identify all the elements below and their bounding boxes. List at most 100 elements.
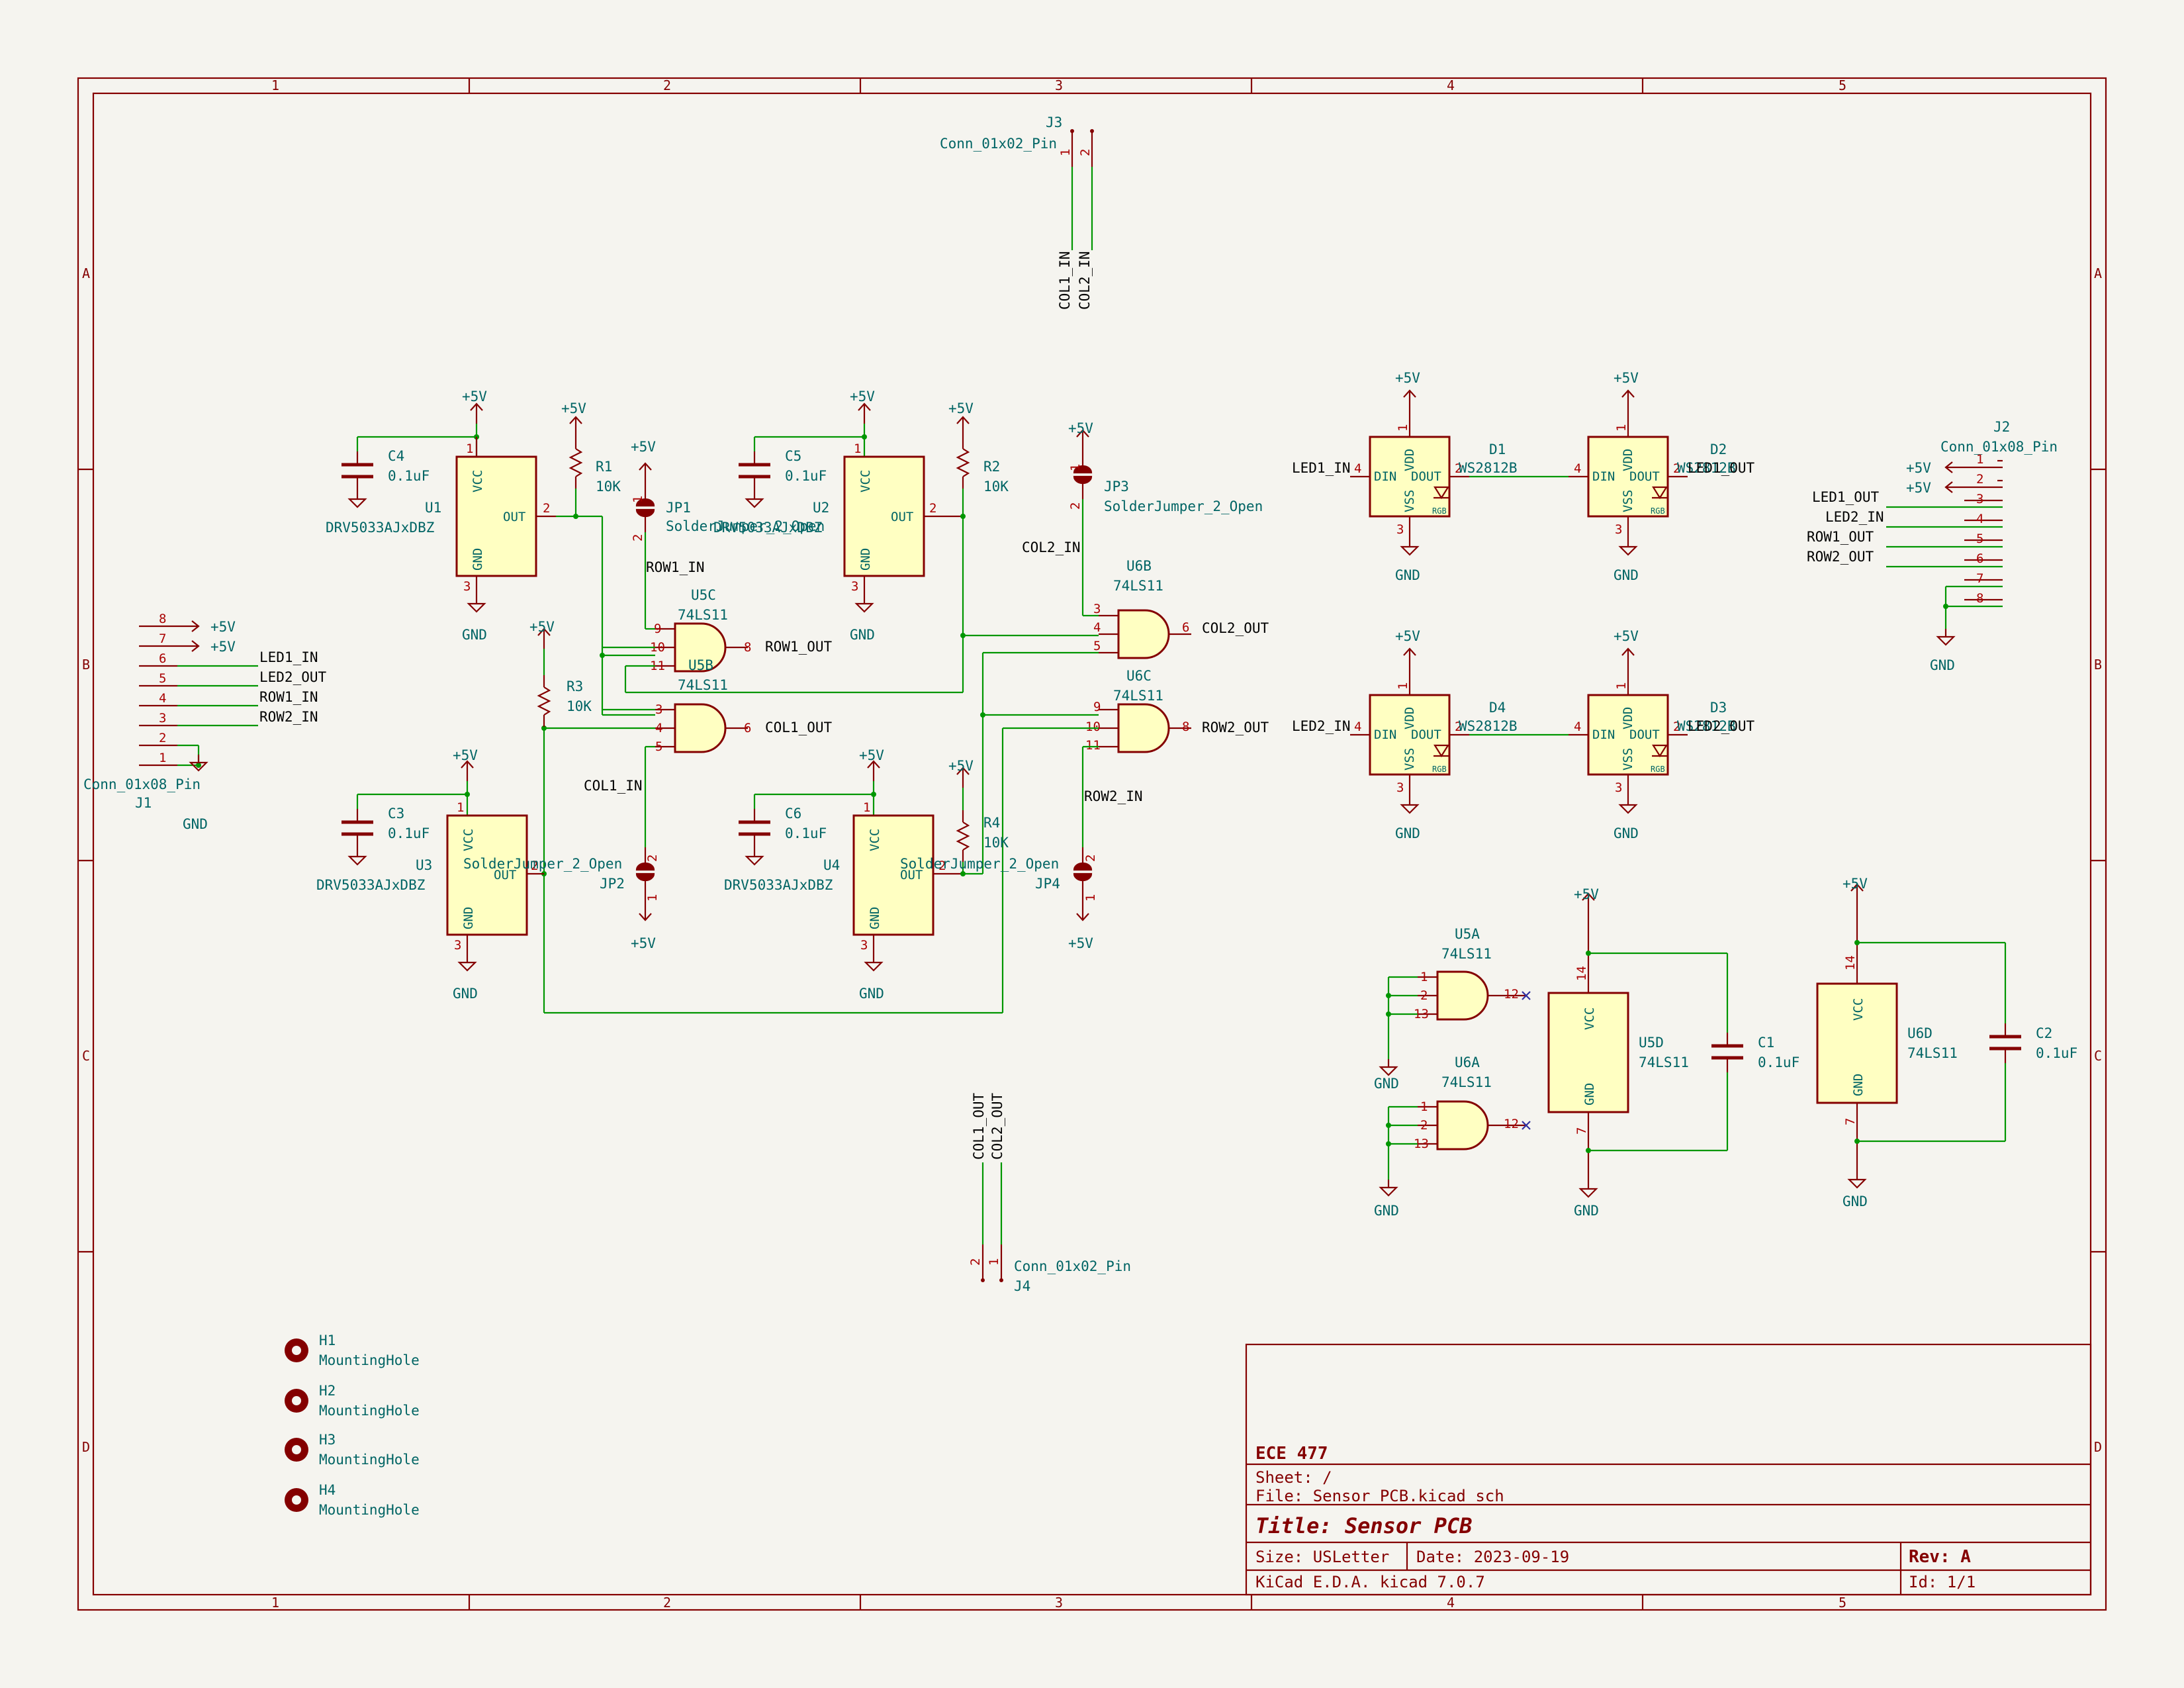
- d1-ref: D1: [1489, 442, 1506, 457]
- u6d-5v: +5V: [1843, 876, 1868, 892]
- row-label-a: A: [82, 265, 90, 281]
- hall-sensor-u4[interactable]: +5V C6 0.1uF 1 VCC GND OUT 2 3 GND U4 DR…: [724, 747, 963, 1002]
- d4-rgb: RGB: [1432, 765, 1447, 774]
- u5c-pin-10: 10: [650, 640, 665, 655]
- solder-jumper-jp4[interactable]: 2 1 JP4 SolderJumper_2_Open +5V: [900, 846, 1098, 951]
- led-d1[interactable]: +5V 1 VDD VSS DIN DOUT RGB 4 2 3 GND D1 …: [1292, 370, 1518, 583]
- mounting-hole-h3[interactable]: H3 MountingHole: [285, 1432, 420, 1468]
- h4-ref: H4: [319, 1482, 336, 1498]
- u5a-pin-12: 12: [1504, 987, 1519, 1002]
- h2-ref: H2: [319, 1383, 336, 1399]
- u1-gnd: GND: [462, 627, 487, 643]
- u4-pin-3: 3: [860, 938, 868, 953]
- d2-rgb: RGB: [1651, 506, 1665, 516]
- u4-pin-1: 1: [863, 800, 870, 815]
- u4-vcc: VCC: [868, 829, 882, 851]
- h4-value: MountingHole: [319, 1502, 420, 1518]
- j2-pin-8: 8: [1976, 591, 1983, 606]
- u5c-pin-9: 9: [654, 622, 661, 636]
- j1-pin-8: 8: [159, 612, 166, 626]
- solder-jumper-jp1[interactable]: +5V 1 2 JP1 SolderJumper_2_Open ROW1_IN: [631, 439, 825, 630]
- solder-jumper-jp2[interactable]: 2 1 JP2 SolderJumper_2_Open +5V: [463, 846, 660, 951]
- power-unit-u6d[interactable]: +5V 14 VCC GND 7 GND U6D 74LS11 C2 0.1uF: [1816, 876, 2077, 1209]
- j2-pin-6: 6: [1976, 551, 1983, 566]
- u5b-pin-6: 6: [744, 721, 751, 735]
- j2-pin2-5v: +5V: [1906, 480, 1931, 496]
- jp4-value: SolderJumper_2_Open: [900, 856, 1059, 872]
- hall-sensor-u1[interactable]: +5V C4 0.1uF 1 VCC GND OUT 2 3 GND U1 DR…: [326, 389, 556, 643]
- j1-pin7-5v: +5V: [210, 639, 236, 655]
- u2-5v: +5V: [850, 389, 875, 404]
- connector-j2[interactable]: J2 Conn_01x08_Pin 1 2 3 4 5 6 7 8 +5V +5…: [1807, 419, 2058, 673]
- hall-sensor-u3[interactable]: +5V C3 0.1uF 1 VCC GND OUT 2 3 GND U3 DR…: [316, 747, 544, 1002]
- d3-pin-4: 4: [1574, 720, 1581, 734]
- u1-5v: +5V: [462, 389, 487, 404]
- r2-ref: R2: [983, 459, 1000, 475]
- u3-pin-1: 1: [457, 800, 464, 815]
- jp4-ref: JP4: [1035, 876, 1060, 892]
- gate-u6b[interactable]: U6B 74LS11 3 4 5 6 COL2_OUT: [1093, 558, 1269, 659]
- j2-pin-3: 3: [1976, 492, 1983, 506]
- solder-jumper-jp3[interactable]: +5V 1 2 JP3 SolderJumper_2_Open COL2_IN: [1022, 420, 1263, 617]
- led-d2[interactable]: +5V 1 VDD VSS DIN DOUT RGB 4 2 3 GND D2 …: [1569, 370, 1755, 583]
- mounting-hole-h1[interactable]: H1 MountingHole: [285, 1333, 420, 1368]
- u6b-pin-5: 5: [1093, 639, 1101, 653]
- net-col2-in: COL2_IN: [1022, 539, 1081, 555]
- u5a-gnd: GND: [1374, 1076, 1399, 1092]
- connector-j1[interactable]: 8 7 6 5 4 3 2 1 +5V +5V LED1_IN LED2_OUT…: [83, 612, 327, 832]
- mounting-hole-h4[interactable]: H4 MountingHole: [285, 1482, 420, 1518]
- d1-pin-3: 3: [1396, 522, 1404, 537]
- gate-u6c[interactable]: U6C 74LS11 9 10 11 8 ROW2_OUT: [1085, 668, 1269, 753]
- resistor-r1[interactable]: +5V R1 10K: [561, 400, 621, 519]
- j1-pin-7: 7: [159, 632, 166, 646]
- mounting-hole-h2[interactable]: H2 MountingHole: [285, 1383, 420, 1419]
- hall-sensor-u2[interactable]: +5V C5 0.1uF 1 VCC GND OUT 2 3 GND U2 DR…: [713, 389, 962, 643]
- gate-u5c[interactable]: U5C 74LS11 9 10 11 8 ROW1_OUT U5B 74LS11: [650, 587, 833, 693]
- d2-5v: +5V: [1614, 370, 1639, 386]
- r3-value: 10K: [567, 698, 592, 714]
- resistor-r4[interactable]: +5V R4 10K: [948, 758, 1009, 876]
- u6b-pin-3: 3: [1093, 602, 1101, 616]
- net-row2-in-j1: ROW2_IN: [259, 709, 318, 725]
- j1-pin-6: 6: [159, 651, 166, 666]
- u1-ref: U1: [425, 500, 441, 516]
- col-label-1-bottom: 1: [271, 1595, 279, 1611]
- jp1-pin-1: 1: [631, 496, 645, 503]
- j2-pin-5: 5: [1976, 532, 1983, 546]
- u3-gnd-pin: GND: [461, 907, 476, 929]
- power-unit-u5d[interactable]: +5V 14 VCC GND 7 GND U5D 74LS11 C1 0.1uF: [1547, 886, 1799, 1219]
- u5a-pin-2: 2: [1420, 988, 1428, 1003]
- revision: Rev: A: [1909, 1547, 1971, 1567]
- led-d4[interactable]: +5V 1 VDD VSS DIN DOUT RGB 4 2 3 GND D4 …: [1292, 628, 1518, 841]
- u1-pin-2: 2: [543, 501, 550, 516]
- resistor-r3[interactable]: +5V R3 10K: [529, 619, 592, 1013]
- col-label-3: 3: [1055, 77, 1063, 93]
- d2-pin-2: 2: [1673, 461, 1680, 476]
- u3-pin-2: 2: [531, 859, 538, 873]
- net-col2-in-j3: COL2_IN: [1077, 251, 1093, 310]
- led-d3[interactable]: +5V 1 VDD VSS DIN DOUT RGB 4 2 3 GND D3 …: [1569, 628, 1755, 841]
- connector-j4[interactable]: COL1_OUT COL2_OUT 2 1 Conn_01x02_Pin J4: [968, 1092, 1131, 1294]
- h3-value: MountingHole: [319, 1452, 420, 1468]
- gate-u5a[interactable]: U5A 74LS11 1 2 13 12 GND: [1374, 926, 1531, 1092]
- d3-vss: VSS: [1621, 748, 1635, 771]
- u6a-gnd: GND: [1374, 1203, 1399, 1219]
- net-led1-in-j1: LED1_IN: [259, 649, 318, 665]
- net-row2-out: ROW2_OUT: [1202, 720, 1269, 735]
- r1-ref: R1: [596, 459, 612, 475]
- resistor-r2[interactable]: +5V R2 10K: [948, 400, 1009, 519]
- jp1-ref: JP1: [666, 500, 691, 516]
- col-label-3-bottom: 3: [1055, 1595, 1063, 1611]
- connector-j3[interactable]: J3 Conn_01x02_Pin 1 2 COL1_IN COL2_IN: [940, 115, 1094, 310]
- row-label-b-right: B: [2094, 657, 2102, 673]
- gate-u6a[interactable]: U6A 74LS11 1 2 13 12 GND: [1374, 1055, 1531, 1219]
- d3-5v: +5V: [1614, 628, 1639, 644]
- c3-value: 0.1uF: [388, 825, 430, 841]
- jp1-pin-2: 2: [631, 534, 645, 541]
- c1-ref: C1: [1758, 1035, 1774, 1051]
- c2-value: 0.1uF: [2036, 1045, 2077, 1061]
- sheet-date: Date: 2023-09-19: [1416, 1548, 1569, 1566]
- jp3-pin-1: 1: [1068, 464, 1083, 471]
- gate-u5b[interactable]: 3 4 5 6 COL1_OUT: [655, 702, 833, 754]
- u6d-ref: U6D: [1907, 1025, 1933, 1041]
